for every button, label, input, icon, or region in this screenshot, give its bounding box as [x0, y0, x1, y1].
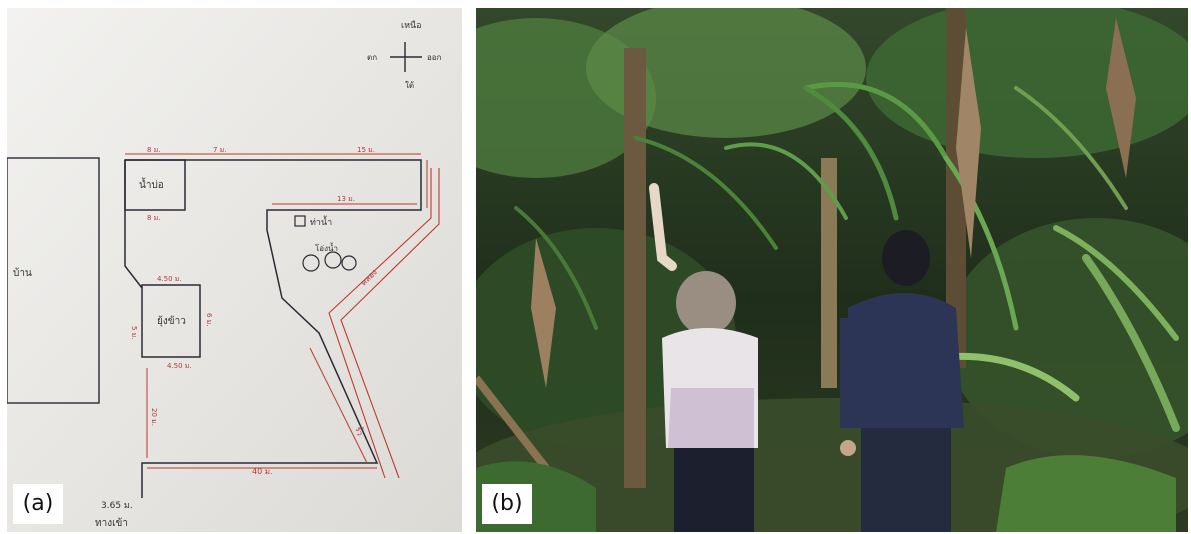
canal-lines	[328, 168, 440, 479]
man-figure	[840, 230, 964, 532]
garden-photo-panel: (b)	[476, 8, 1188, 532]
site-sketch-panel: เหนือ ตก ออก ใต้ บ้าน ยุ้งข้าว น้ำบ่อ	[7, 8, 462, 532]
elderly-woman-figure	[649, 183, 758, 532]
well-label: น้ำบ่อ	[139, 177, 164, 191]
water-tap-label: ท่าน้ำ	[310, 215, 332, 228]
dried-leaves	[531, 18, 1136, 388]
property-boundary	[124, 159, 422, 498]
water-tap-icon	[294, 215, 306, 227]
compass-west-label: ตก	[367, 53, 377, 62]
compass-icon	[390, 42, 422, 72]
granary-label: ยุ้งข้าว	[157, 315, 186, 327]
dim-7-top: 7 ม.	[213, 146, 227, 154]
tree-trunks	[476, 8, 966, 488]
site-sketch-drawing: เหนือ ตก ออก ใต้ บ้าน ยุ้งข้าว น้ำบ่อ	[7, 8, 462, 532]
water-jars-label: โอ่งน้ำ	[315, 242, 338, 253]
house-label: บ้าน	[13, 267, 32, 279]
garden-photo	[476, 8, 1188, 532]
dim-5: 5 ม.	[130, 326, 138, 340]
dim-365: 3.65 ม.	[101, 501, 133, 511]
entrance-label: ทางเข้า	[95, 517, 128, 529]
panel-b-label: (b)	[482, 484, 532, 524]
palm-fronds	[514, 81, 1180, 432]
dim-450-bottom: 4.50 ม.	[167, 362, 192, 370]
compass-north-label: เหนือ	[401, 20, 422, 31]
dimension-lines	[125, 153, 428, 469]
fence-label: รั้ว	[353, 425, 366, 437]
dim-15-top: 15 ม.	[357, 146, 375, 154]
panel-a-label: (a)	[13, 484, 63, 524]
dim-13: 13 ม.	[337, 195, 355, 203]
dim-450-top: 4.50 ม.	[157, 275, 182, 283]
dim-8-top: 8 ม.	[147, 146, 161, 154]
dim-8-well: 8 ม.	[147, 214, 161, 222]
granary-outline	[141, 284, 201, 358]
water-jar-icons	[302, 251, 357, 272]
dim-40: 40 ม.	[252, 467, 273, 476]
house-outline	[7, 157, 100, 404]
compass-south-label: ใต้	[405, 81, 414, 90]
dim-6: 6 ม.	[205, 313, 213, 327]
compass-east-label: ออก	[427, 53, 442, 62]
dim-20: 20 ม.	[150, 408, 158, 426]
